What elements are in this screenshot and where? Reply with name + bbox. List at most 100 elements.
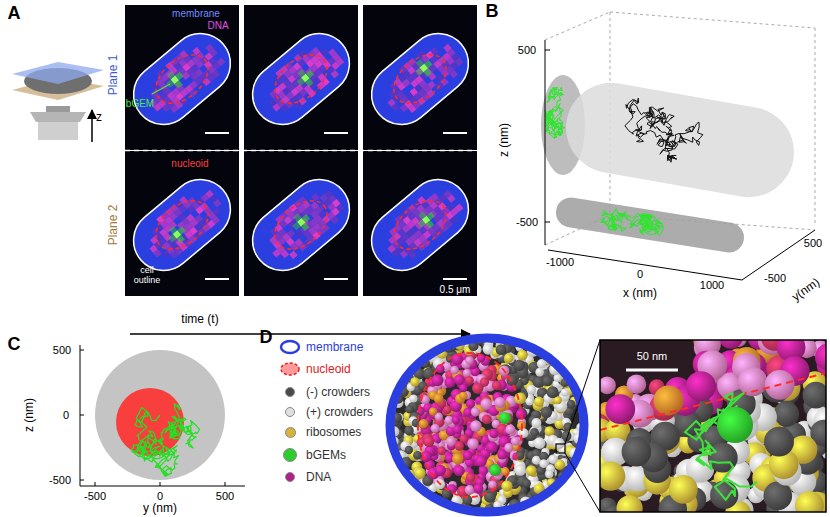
particle [473,484,483,494]
microscopy-tile [293,213,301,221]
time-label: time (t) [181,313,218,326]
legend-text: DNA [306,470,331,484]
axis-tick: 0 [157,490,163,502]
panel-letter: A [8,4,21,24]
microscopy-tile [336,58,344,66]
particle [600,462,625,491]
microscopy-tile [244,5,358,150]
cell-simulation [489,464,501,476]
cell-schematic [12,62,104,84]
zoom-inset [600,340,826,512]
microscopy-tile [175,72,183,80]
microscopy-tile [331,70,339,78]
time-arrow [130,333,470,335]
particle [719,340,743,349]
legend-sample [278,402,302,422]
microscopy-tile [153,249,161,257]
particle [539,459,548,468]
microscopy-tile [391,103,399,111]
microscopy-tile [125,21,239,136]
axis-tick: 1000 [700,279,724,291]
channel-label: bGEM [126,98,154,109]
particle [480,377,489,386]
particle [431,374,443,386]
microscopy-tile [244,167,358,282]
microscopy-tile [385,191,455,259]
channel-label: membrane [172,8,220,19]
particle [434,394,444,404]
particle [470,420,482,432]
legend-item: (+) crowders [278,402,373,422]
trajectory-projection-plot [80,345,245,486]
microscopy-tile [297,78,305,86]
microscopy-tile [306,70,314,78]
particle [547,386,559,398]
microscopy-tile [320,48,328,56]
particle [669,475,698,504]
particle [554,374,562,382]
microscopy-tile [302,214,310,222]
particle [435,465,446,476]
particle [542,375,553,386]
particle [622,437,652,467]
legend-swatch [285,427,296,438]
microscopy-tile [177,235,185,243]
particle [413,451,422,460]
microscopy-tile [125,151,239,296]
trajectory-3d-plot [545,87,703,235]
trajectory-projection-plot [95,482,96,486]
microscopy-tile [385,45,455,113]
legend-item: nucleoid [278,359,351,379]
axis-tick: 500 [804,237,822,249]
particle [419,419,428,428]
microscopy-tile [363,21,477,136]
microscopy-tile [417,219,425,227]
leader-line [152,84,170,94]
trajectory-3d [625,98,703,162]
row-divider [125,150,474,152]
cell-schematic [38,122,78,140]
microscopy-tile [363,167,477,282]
particle [526,385,536,395]
microscopy-tile [266,45,336,113]
particle [420,451,431,462]
particle [463,369,471,377]
scale-bar [205,132,229,134]
particle [431,424,440,433]
microscopy-tile [174,80,182,88]
legend-shape [278,359,302,379]
microscopy-tile [305,78,313,86]
particle [463,451,472,460]
trajectory-3d-plot [559,76,801,205]
particle [465,485,475,495]
particle [466,399,475,408]
legend-sample [278,337,302,357]
microscopy-tile [168,234,176,242]
microscopy-tile [244,21,358,136]
microscopy-tile [179,97,187,105]
cell-simulation [388,336,600,514]
microscopy-tile [336,204,344,212]
microscopy-tile [416,59,424,67]
microscopy-tile [212,216,220,224]
axis-title: y (nm) [143,502,177,515]
microscopy-tile [244,151,358,296]
particle [514,360,525,371]
microscopy-tile [427,81,435,89]
legend-text: nucleoid [306,362,351,376]
particle [541,407,553,419]
outline-label: cell outline [127,266,167,286]
scale-bar [443,278,467,280]
trajectory-projection-plot [160,482,161,486]
axis-tick: -500 [84,490,106,502]
cell-simulation [499,412,511,424]
trajectory-projection [601,209,664,236]
particle [482,415,492,425]
axis-tick: 500 [216,490,234,502]
particle [437,447,446,456]
microscopy-tile [424,60,432,68]
particle [414,468,425,479]
particle [475,456,486,467]
particle [492,381,502,391]
trajectory-3d-plot [545,40,546,245]
